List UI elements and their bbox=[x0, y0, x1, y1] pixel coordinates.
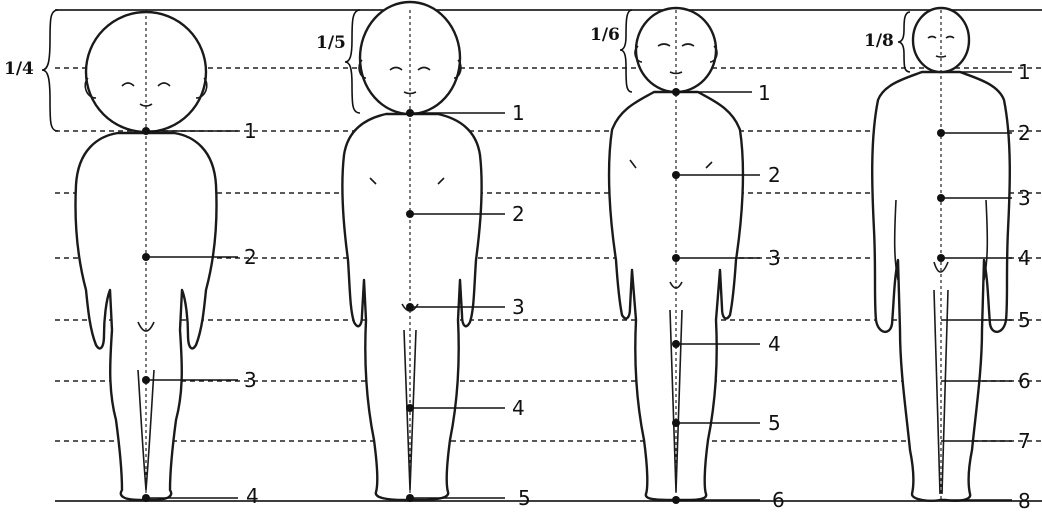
fig4-label-8: 8 bbox=[1018, 489, 1031, 513]
fig4-label-6: 6 bbox=[1018, 369, 1031, 393]
ratio-label-1: 1/4 bbox=[4, 59, 34, 79]
fig4-label-4: 4 bbox=[1018, 246, 1031, 270]
fig2-label-2: 2 bbox=[512, 202, 525, 226]
fig3-label-1: 1 bbox=[758, 81, 771, 105]
fig1-label-2: 2 bbox=[244, 245, 257, 269]
fig1-label-1: 1 bbox=[244, 119, 257, 143]
fig3-label-5: 5 bbox=[768, 411, 781, 435]
fig3-label-2: 2 bbox=[768, 163, 781, 187]
fig2-label-4: 4 bbox=[512, 396, 525, 420]
fig2-label-3: 3 bbox=[512, 295, 525, 319]
fig1-label-4: 4 bbox=[246, 484, 259, 508]
fig3-label-6: 6 bbox=[772, 488, 785, 512]
fig4-label-7: 7 bbox=[1018, 429, 1031, 453]
fig3-label-4: 4 bbox=[768, 332, 781, 356]
fig4-label-3: 3 bbox=[1018, 186, 1031, 210]
fig4-label-5: 5 bbox=[1018, 308, 1031, 332]
ratio-label-4: 1/8 bbox=[864, 31, 894, 51]
figure-2 bbox=[342, 2, 481, 501]
fig4-label-2: 2 bbox=[1018, 121, 1031, 145]
fig2-label-5: 5 bbox=[518, 486, 531, 510]
fig1-label-3: 3 bbox=[244, 368, 257, 392]
fig3-label-3: 3 bbox=[768, 246, 781, 270]
fig4-label-1: 1 bbox=[1018, 60, 1031, 84]
ratio-label-2: 1/5 bbox=[316, 33, 346, 53]
fig2-label-1: 1 bbox=[512, 101, 525, 125]
ratio-label-3: 1/6 bbox=[590, 25, 620, 45]
